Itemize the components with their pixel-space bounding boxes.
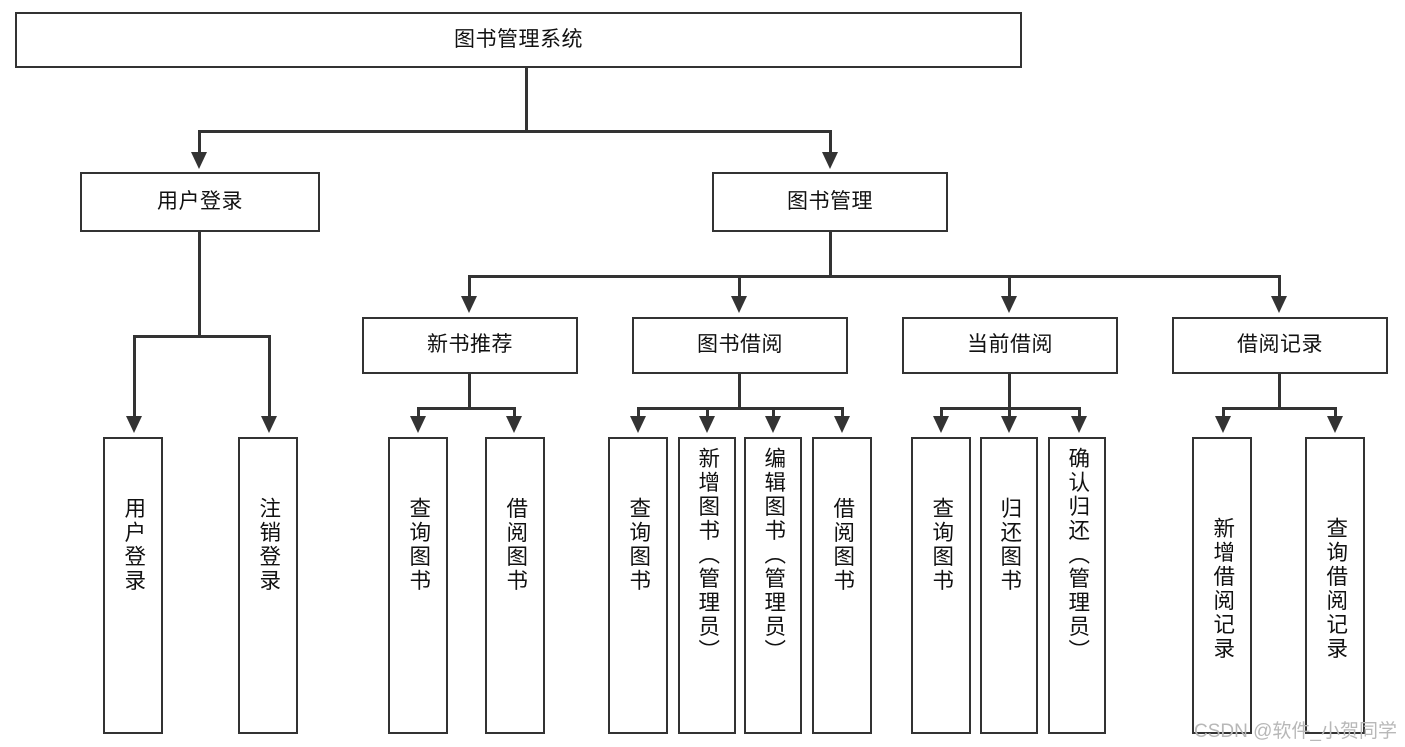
connector-book-management-bus xyxy=(468,275,1280,278)
node-borrow-record[interactable]: 借阅记录 xyxy=(1172,317,1388,374)
connector-book-management-trunk xyxy=(829,232,832,275)
node-label: 借阅记录 xyxy=(1237,333,1323,357)
connector-root-bus xyxy=(198,130,831,133)
connector-user-login-to-leaf-1 xyxy=(133,335,136,419)
connector-bm-to-current-borrow xyxy=(1008,275,1011,299)
connector-book-borrow-leaf-1 xyxy=(637,407,640,419)
arrowhead-new-book-leaf-1 xyxy=(410,416,426,433)
leaf-book-borrow-borrow-book[interactable]: 借阅图书 xyxy=(812,437,872,734)
leaf-new-book-borrow-book[interactable]: 借阅图书 xyxy=(485,437,545,734)
arrowhead-book-borrow-leaf-4 xyxy=(834,416,850,433)
connector-user-login-to-leaf-2 xyxy=(268,335,271,419)
leaf-current-borrow-return-book[interactable]: 归还图书 xyxy=(980,437,1038,734)
connector-borrow-record-bus xyxy=(1222,407,1336,410)
arrowhead-book-borrow-leaf-3 xyxy=(765,416,781,433)
connector-bm-to-new-book xyxy=(468,275,471,299)
node-root-book-management-system[interactable]: 图书管理系统 xyxy=(15,12,1022,68)
arrowhead-book-borrow-leaf-2 xyxy=(699,416,715,433)
connector-root-to-book-management xyxy=(829,130,832,155)
node-label: 借阅图书 xyxy=(830,497,855,593)
leaf-new-book-query-book[interactable]: 查询图书 xyxy=(388,437,448,734)
node-label: 图书管理 xyxy=(787,189,873,213)
arrowhead-borrow-record-leaf-2 xyxy=(1327,416,1343,433)
node-user-login[interactable]: 用户登录 xyxy=(80,172,320,232)
leaf-user-login-login[interactable]: 用户登录 xyxy=(103,437,163,734)
arrowhead-current-borrow-leaf-1 xyxy=(933,416,949,433)
leaf-book-borrow-query-book[interactable]: 查询图书 xyxy=(608,437,668,734)
connector-new-book-leaf-1 xyxy=(417,407,420,419)
node-label: 用户登录 xyxy=(157,189,243,213)
connector-current-borrow-trunk xyxy=(1008,374,1011,407)
node-label: 注销登录 xyxy=(256,497,281,593)
leaf-book-borrow-add-book-admin[interactable]: 新增图书（管理员） xyxy=(678,437,736,734)
arrowhead-user-login-leaf-2 xyxy=(261,416,277,433)
arrowhead-borrow-record-leaf-1 xyxy=(1215,416,1231,433)
node-label: 查询图书 xyxy=(406,497,431,593)
node-label: 新增图书（管理员） xyxy=(695,447,720,663)
node-label: 新增借阅记录 xyxy=(1210,517,1235,661)
connector-current-borrow-leaf-2 xyxy=(1008,407,1011,419)
connector-current-borrow-leaf-1 xyxy=(940,407,943,419)
node-label: 图书借阅 xyxy=(697,333,783,357)
connector-new-book-leaf-2 xyxy=(513,407,516,419)
leaf-current-borrow-query-book[interactable]: 查询图书 xyxy=(911,437,971,734)
node-label: 确认归还（管理员） xyxy=(1065,447,1090,663)
arrowhead-user-login-leaf-1 xyxy=(126,416,142,433)
connector-bm-to-book-borrow xyxy=(738,275,741,299)
connector-book-borrow-trunk xyxy=(738,374,741,407)
node-label: 查询图书 xyxy=(626,497,651,593)
arrowhead-book-borrow-leaf-1 xyxy=(630,416,646,433)
arrowhead-root-to-book-management xyxy=(822,152,838,169)
node-label: 查询图书 xyxy=(929,497,954,593)
connector-borrow-record-trunk xyxy=(1278,374,1281,407)
connector-root-trunk xyxy=(525,68,528,130)
arrowhead-bm-new-book xyxy=(461,296,477,313)
node-label: 当前借阅 xyxy=(967,333,1053,357)
connector-bm-to-borrow-record xyxy=(1278,275,1281,299)
connector-user-login-bus xyxy=(133,335,270,338)
connector-borrow-record-leaf-1 xyxy=(1222,407,1225,419)
leaf-borrow-record-query-record[interactable]: 查询借阅记录 xyxy=(1305,437,1365,734)
connector-book-borrow-bus xyxy=(637,407,843,410)
arrowhead-root-to-user-login xyxy=(191,152,207,169)
connector-new-book-trunk xyxy=(468,374,471,407)
node-book-management[interactable]: 图书管理 xyxy=(712,172,948,232)
connector-book-borrow-leaf-4 xyxy=(841,407,844,419)
arrowhead-current-borrow-leaf-3 xyxy=(1071,416,1087,433)
leaf-book-borrow-edit-book-admin[interactable]: 编辑图书（管理员） xyxy=(744,437,802,734)
leaf-current-borrow-confirm-return-admin[interactable]: 确认归还（管理员） xyxy=(1048,437,1106,734)
arrowhead-bm-borrow-record xyxy=(1271,296,1287,313)
node-label: 新书推荐 xyxy=(427,333,513,357)
arrowhead-bm-book-borrow xyxy=(731,296,747,313)
csdn-watermark: CSDN @软件_小贺同学 xyxy=(1194,721,1397,742)
connector-borrow-record-leaf-2 xyxy=(1334,407,1337,419)
connector-root-to-user-login xyxy=(198,130,201,155)
node-label: 用户登录 xyxy=(121,497,146,593)
leaf-user-login-logout[interactable]: 注销登录 xyxy=(238,437,298,734)
arrowhead-current-borrow-leaf-2 xyxy=(1001,416,1017,433)
connector-book-borrow-leaf-3 xyxy=(772,407,775,419)
leaf-borrow-record-add-record[interactable]: 新增借阅记录 xyxy=(1192,437,1252,734)
connector-user-login-trunk xyxy=(198,232,201,335)
node-book-borrow[interactable]: 图书借阅 xyxy=(632,317,848,374)
node-label: 借阅图书 xyxy=(503,497,528,593)
arrowhead-new-book-leaf-2 xyxy=(506,416,522,433)
node-current-borrow[interactable]: 当前借阅 xyxy=(902,317,1118,374)
connector-book-borrow-leaf-2 xyxy=(706,407,709,419)
node-label: 图书管理系统 xyxy=(454,27,583,51)
arrowhead-bm-current-borrow xyxy=(1001,296,1017,313)
node-label: 编辑图书（管理员） xyxy=(761,447,786,663)
node-label: 查询借阅记录 xyxy=(1323,517,1348,661)
connector-current-borrow-leaf-3 xyxy=(1078,407,1081,419)
node-label: 归还图书 xyxy=(997,497,1022,593)
node-new-book-recommend[interactable]: 新书推荐 xyxy=(362,317,578,374)
connector-new-book-bus xyxy=(417,407,515,410)
